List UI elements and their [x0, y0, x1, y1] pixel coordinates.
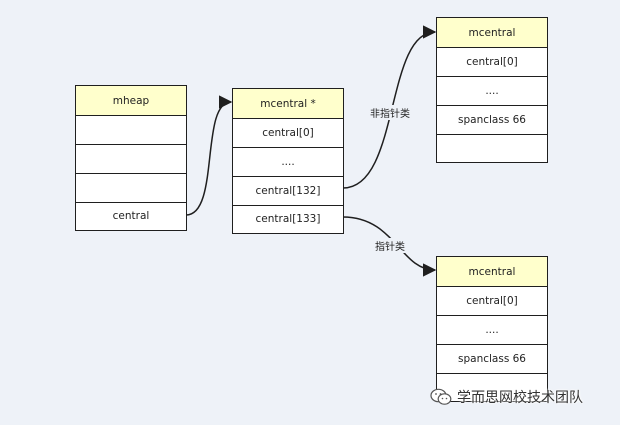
mcentral-bottom-box: mcentral central[0] .... spanclass 66 [436, 256, 548, 402]
watermark: 学而思网校技术团队 [430, 387, 583, 407]
mcentral-bottom-ellipsis: .... [437, 315, 547, 344]
mheap-central-field: central [76, 202, 186, 229]
noscan-edge-label: 非指针类 [368, 105, 412, 120]
mcentral-top-central-0: central[0] [437, 47, 547, 76]
mheap-row [76, 173, 186, 202]
mcentral-top-ellipsis: .... [437, 76, 547, 105]
mcentral-bottom-row [437, 373, 547, 400]
mcentral-top-title: mcentral [437, 18, 547, 47]
ellipsis-entry: .... [233, 147, 343, 176]
mheap-title: mheap [76, 86, 186, 115]
mcentral-bottom-title: mcentral [437, 257, 547, 286]
mheap-row [76, 144, 186, 173]
mcentral-top-row [437, 134, 547, 161]
edge-mheap-to-mcentral-array [185, 95, 233, 216]
scan-edge-label: 指针类 [373, 238, 407, 253]
mcentral-array-box: mcentral * central[0] .... central[132] … [232, 88, 344, 234]
central-0-entry: central[0] [233, 118, 343, 147]
mheap-row [76, 115, 186, 144]
watermark-text: 学而思网校技术团队 [457, 390, 583, 406]
mcentral-top-box: mcentral central[0] .... spanclass 66 [436, 17, 548, 163]
mcentral-bottom-spanclass: spanclass 66 [437, 344, 547, 373]
mcentral-top-spanclass: spanclass 66 [437, 105, 547, 134]
central-133-entry: central[133] [233, 205, 343, 232]
mheap-box: mheap central [75, 85, 187, 231]
mcentral-array-title: mcentral * [233, 89, 343, 118]
central-132-entry: central[132] [233, 176, 343, 205]
wechat-icon [430, 388, 452, 406]
mcentral-bottom-central-0: central[0] [437, 286, 547, 315]
